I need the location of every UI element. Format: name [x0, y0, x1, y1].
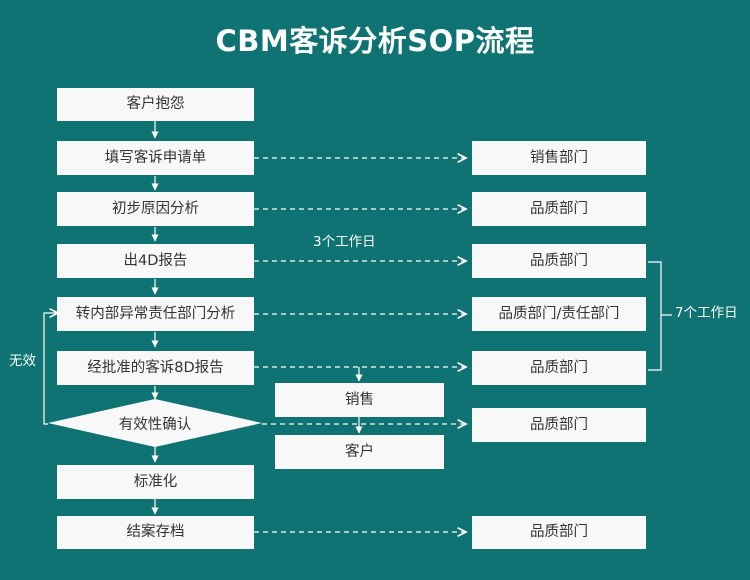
owner-node-quality-responsible-dept[interactable]: 品质部门/责任部门	[472, 297, 646, 331]
owner-node-quality-dept-5[interactable]: 品质部门	[472, 516, 646, 549]
flow-node-customer[interactable]: 客户	[275, 435, 444, 469]
owner-node-quality-dept-2[interactable]: 品质部门	[472, 244, 646, 278]
flow-node-approved-8d-report[interactable]: 经批准的客诉8D报告	[57, 351, 254, 385]
flow-node-preliminary-cause-analysis[interactable]: 初步原因分析	[57, 192, 254, 226]
owner-node-quality-dept-4[interactable]: 品质部门	[472, 408, 646, 442]
flow-node-4d-report[interactable]: 出4D报告	[57, 244, 254, 278]
owner-dashed-arrows	[254, 158, 466, 532]
flow-node-case-closure-archive[interactable]: 结案存档	[57, 516, 254, 549]
lead-time-7-bracket	[648, 261, 672, 371]
annotation-lead-time-7-days: 7个工作日	[675, 305, 738, 321]
flow-node-sales[interactable]: 销售	[275, 383, 444, 417]
flow-decision-effectiveness-confirmation[interactable]: 有效性确认	[48, 399, 262, 447]
page-title: CBM客诉分析SOP流程	[215, 24, 535, 58]
diamond-shape	[48, 399, 262, 447]
owner-node-quality-dept-1[interactable]: 品质部门	[472, 192, 646, 226]
flow-node-internal-responsible-dept-analysis[interactable]: 转内部异常责任部门分析	[57, 297, 254, 331]
annotation-invalid-loop: 无效	[9, 353, 36, 369]
flow-node-fill-complaint-form[interactable]: 填写客诉申请单	[57, 141, 254, 175]
owner-node-quality-dept-3[interactable]: 品质部门	[472, 351, 646, 385]
flow-node-standardization[interactable]: 标准化	[57, 465, 254, 499]
flow-node-customer-complaint[interactable]: 客户抱怨	[57, 88, 254, 121]
owner-node-sales-dept[interactable]: 销售部门	[472, 141, 646, 175]
annotation-lead-time-3-days: 3个工作日	[313, 234, 376, 250]
